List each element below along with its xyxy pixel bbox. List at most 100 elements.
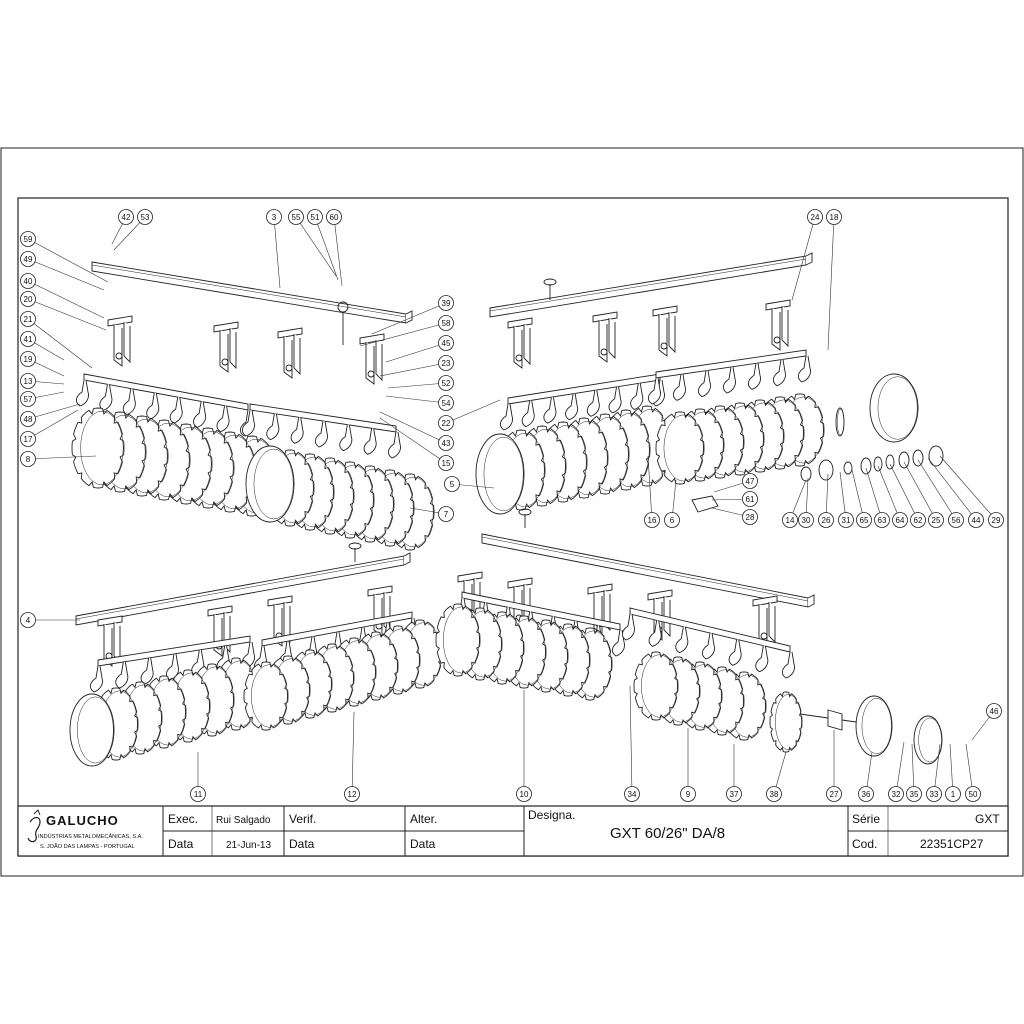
callout-balloon: 32 [888, 786, 904, 802]
alter-data-label: Data [410, 837, 436, 851]
bracket-hanger [592, 311, 618, 363]
exploded-disc-plain-3 [913, 715, 943, 765]
disc-gang-bottom-right-b [633, 651, 767, 741]
callout-number: 21 [24, 315, 33, 324]
callout-leader [333, 216, 343, 287]
callout-leader [27, 238, 109, 283]
callout-number: 61 [746, 495, 755, 504]
callout-number: 18 [830, 213, 839, 222]
callout-leader [911, 743, 915, 795]
callout-leader [27, 298, 107, 331]
callout-leader [445, 399, 501, 424]
callout-leader [371, 302, 447, 335]
callout-number: 25 [932, 516, 941, 525]
callout-balloon: 20 [20, 291, 36, 307]
cod-value: 22351CP27 [920, 837, 984, 851]
callout-balloon: 30 [798, 512, 814, 528]
disc-blade [633, 651, 679, 721]
disc-gang-top-right-b [655, 393, 825, 485]
callout-balloon: 23 [438, 355, 454, 371]
exec-label: Exec. [168, 812, 198, 826]
callout-number: 22 [442, 419, 451, 428]
bearing-exploded-stack [691, 445, 944, 513]
callout-balloon: 48 [20, 411, 36, 427]
callout-balloon: 52 [438, 375, 454, 391]
callout-balloon: 45 [438, 335, 454, 351]
callout-leader [387, 382, 447, 389]
callout-number: 1 [951, 790, 956, 799]
callout-balloon: 51 [307, 209, 323, 225]
scraper-row-bottom-right-b [621, 607, 795, 679]
callout-leader [827, 216, 835, 351]
callout-number: 50 [969, 790, 978, 799]
callout-leader [939, 455, 997, 521]
callout-balloon: 16 [644, 512, 660, 528]
disc-blade [435, 603, 481, 677]
callout-number: 8 [26, 455, 31, 464]
callout-balloon: 13 [20, 373, 36, 389]
callout-leader [933, 743, 941, 795]
callout-leader [965, 743, 974, 795]
callout-number: 3 [272, 213, 277, 222]
callout-number: 36 [862, 790, 871, 799]
callout-balloon: 46 [986, 703, 1002, 719]
callout-number: 51 [311, 213, 320, 222]
callout-leader [379, 411, 447, 444]
disc-blade [245, 445, 295, 523]
callout-leader [385, 395, 447, 404]
callout-balloon: 37 [726, 786, 742, 802]
callout-number: 12 [348, 790, 357, 799]
callout-balloon: 35 [906, 786, 922, 802]
callout-leader [865, 467, 883, 521]
callout-leader [379, 362, 447, 377]
callout-leader [27, 280, 105, 319]
scraper-row-front-right [241, 403, 401, 459]
callout-leader [314, 216, 339, 281]
callout-leader [385, 342, 447, 363]
callout-leader [295, 216, 337, 277]
callout-balloon: 57 [20, 391, 36, 407]
callout-number: 55 [292, 213, 301, 222]
callout-number: 20 [24, 295, 33, 304]
callout-number: 43 [442, 439, 451, 448]
callout-balloon: 58 [438, 315, 454, 331]
callout-number: 24 [811, 213, 820, 222]
callout-balloon: 34 [624, 786, 640, 802]
callout-leader [351, 711, 355, 795]
callout-balloon: 6 [664, 512, 680, 528]
exploded-disc-plain [869, 373, 919, 443]
callout-balloon: 43 [438, 435, 454, 451]
exploded-spool [835, 407, 845, 437]
callout-number: 9 [686, 790, 691, 799]
callout-balloon: 62 [910, 512, 926, 528]
exec-value: Rui Salgado [216, 815, 271, 826]
bracket-hanger [765, 299, 791, 351]
callout-balloon: 3 [266, 209, 282, 225]
callout-number: 47 [746, 477, 755, 486]
callout-balloon: 9 [680, 786, 696, 802]
callout-number: 6 [670, 516, 675, 525]
callout-number: 26 [822, 516, 831, 525]
callout-number: 42 [122, 213, 131, 222]
callout-leader [839, 471, 847, 521]
callout-number: 14 [786, 516, 795, 525]
callout-leader [27, 455, 97, 460]
bracket-hanger [107, 315, 133, 367]
bracket-hanger [277, 327, 303, 379]
designation-label: Designa. [528, 808, 575, 822]
callout-number: 19 [24, 355, 33, 364]
callout-balloon: 4 [20, 612, 36, 628]
bracket-hanger [359, 333, 385, 385]
callout-leader [895, 741, 905, 795]
callout-number: 23 [442, 359, 451, 368]
callout-balloon: 54 [438, 395, 454, 411]
callout-balloon: 22 [438, 415, 454, 431]
callout-leader [903, 461, 937, 521]
callout-balloon: 31 [838, 512, 854, 528]
callout-number: 27 [830, 790, 839, 799]
callout-number: 57 [24, 395, 33, 404]
callout-number: 59 [24, 235, 33, 244]
disc-gang-top-left-b [245, 445, 435, 551]
callout-balloon: 25 [928, 512, 944, 528]
main-beam-bottom-right [481, 533, 815, 608]
